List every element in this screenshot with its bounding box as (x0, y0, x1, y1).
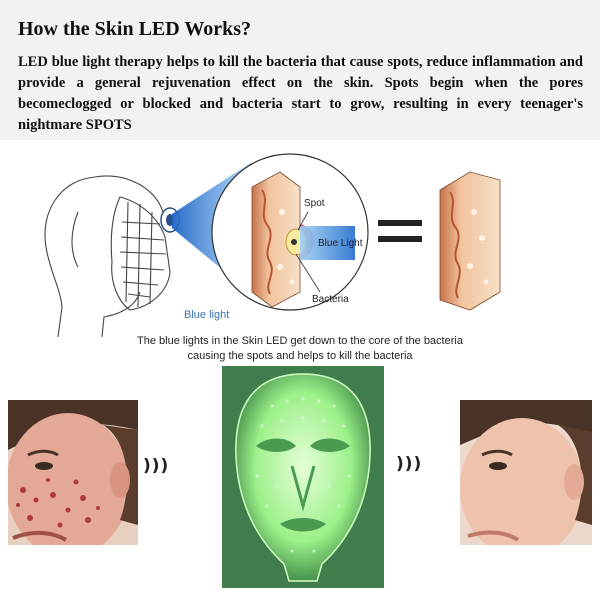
blue-light-band (300, 226, 355, 260)
head-with-mask-drawing (44, 175, 171, 338)
skin-cross-section (251, 171, 301, 308)
green-led-mask-photo (222, 366, 384, 588)
page-title: How the Skin LED Works? (18, 18, 252, 40)
caption-line-2: causing the spots and helps to kill the … (187, 350, 413, 362)
after-clear-skin-photo (460, 400, 592, 545)
equals-sign (378, 220, 422, 242)
bacteria-label: Bacteria (312, 294, 349, 305)
before-acne-photo (8, 400, 138, 545)
signal-waves-right: ))) (396, 454, 423, 474)
diagram-caption: The blue lights in the Skin LED get down… (0, 334, 600, 364)
caption-line-1: The blue lights in the Skin LED get down… (137, 335, 463, 347)
healthy-skin-section (439, 171, 501, 311)
signal-waves-left: ))) (143, 456, 170, 476)
beam-label: Blue light (184, 309, 229, 321)
spot-label: Spot (304, 198, 325, 209)
skin-led-diagram: Blue light Spot Blue Light Bacteria (44, 153, 501, 338)
header-band (0, 0, 600, 140)
intro-paragraph: LED blue light therapy helps to kill the… (18, 54, 583, 133)
blue-light-label: Blue Light (318, 238, 363, 249)
